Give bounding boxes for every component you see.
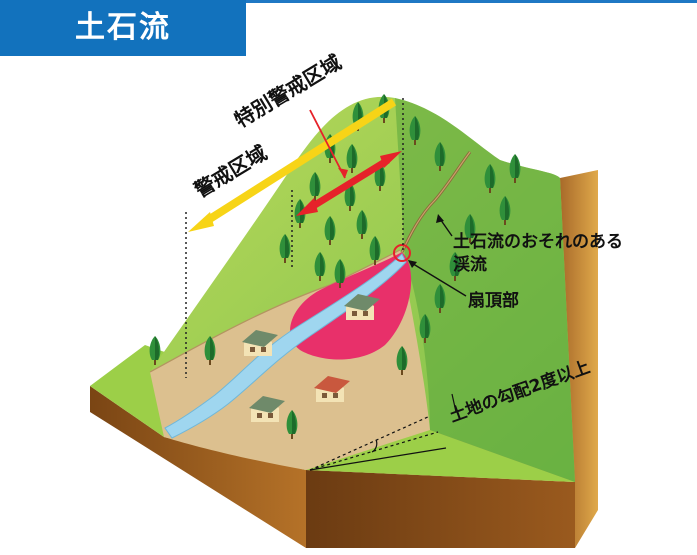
special-warning-zone-arrow xyxy=(296,151,402,216)
zone-boundary-lines xyxy=(185,98,404,378)
river xyxy=(164,253,407,439)
special-zone-leader xyxy=(309,109,346,179)
fan-apex-label: 扇頂部 xyxy=(468,290,519,311)
ground-front-face xyxy=(306,470,575,548)
debris-stream-label: 土石流のおそれのある xyxy=(453,231,623,252)
warning-zone-label: 警戒区域 xyxy=(190,141,271,203)
special-warning-zone-label: 特別警戒区域 xyxy=(230,50,345,132)
slope-angle-indicator xyxy=(309,393,457,471)
debris-stream-label-line2: 渓流 xyxy=(453,254,487,275)
warning-zone-arrow xyxy=(188,98,397,232)
top-accent-line xyxy=(0,0,697,3)
fan-apex-marker xyxy=(393,244,411,262)
page-title: 土石流 xyxy=(0,0,246,56)
fan-edge xyxy=(149,249,401,373)
ground-left-face xyxy=(90,386,306,548)
